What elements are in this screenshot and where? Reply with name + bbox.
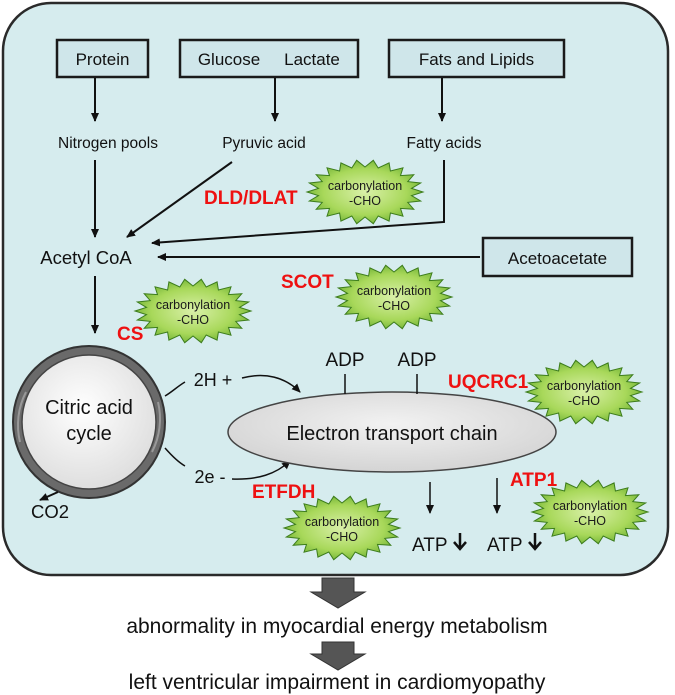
co2-label: CO2 <box>31 501 69 522</box>
cho-label: -CHO <box>568 394 600 408</box>
cycle-label-line2: cycle <box>66 423 112 445</box>
glucose-label: Glucose <box>198 50 260 69</box>
enzyme-uqcrc1: UQCRC1 <box>448 372 529 393</box>
enzyme-atp1: ATP1 <box>510 470 558 491</box>
e-connector <box>164 447 186 467</box>
acetoacetate-box: Acetoacetate <box>481 236 634 278</box>
adp-label-1: ADP <box>325 350 364 371</box>
arrow-pyruvic-acetyl <box>126 161 233 238</box>
citric-acid-cycle: Citric acid cycle <box>12 345 166 499</box>
outcome-arrow-1 <box>309 577 367 609</box>
carbonylation-label: carbonylation <box>328 179 402 193</box>
carbonylation-label: carbonylation <box>547 379 621 393</box>
carbonylation-label: carbonylation <box>156 298 230 312</box>
outcome-arrow-2 <box>309 641 367 671</box>
fats-lipids-box: Fats and Lipids <box>387 38 566 79</box>
carbonylation-label: carbonylation <box>553 499 627 513</box>
atp-down-arrow-1 <box>453 533 467 551</box>
electron-transport-chain: Electron transport chain <box>227 391 557 473</box>
pyruvic-acid-label: Pyruvic acid <box>222 135 306 152</box>
arrow-cycle-co2 <box>39 491 59 501</box>
cho-label: -CHO <box>349 194 381 208</box>
carbonylation-badge-cs: carbonylation-CHO <box>133 278 253 344</box>
acetoacetate-label: Acetoacetate <box>508 249 607 268</box>
cycle-label-line1: Citric acid <box>45 397 133 419</box>
atp-down-arrow-2 <box>528 533 542 551</box>
carbonylation-label: carbonylation <box>357 284 431 298</box>
starburst-shape <box>282 495 402 561</box>
outcome-abnormality: abnormality in myocardial energy metabol… <box>126 615 547 638</box>
enzyme-etfdh: ETFDH <box>252 482 315 503</box>
carbonylation-badge-etfdh: carbonylation-CHO <box>282 495 402 561</box>
cho-label: -CHO <box>378 299 410 313</box>
protein-box: Protein <box>55 38 150 79</box>
starburst-shape <box>524 359 644 425</box>
nitrogen-pools-label: Nitrogen pools <box>58 135 158 152</box>
carbonylation-badge-scot: carbonylation-CHO <box>334 264 454 330</box>
h-plus-connector <box>164 381 186 397</box>
enzyme-scot: SCOT <box>281 272 334 293</box>
lactate-label: Lactate <box>284 50 340 69</box>
starburst-shape <box>305 159 425 225</box>
arrow-e-etc <box>231 460 291 480</box>
adp-label-2: ADP <box>397 350 436 371</box>
cho-label: -CHO <box>326 530 358 544</box>
cho-label: -CHO <box>177 313 209 327</box>
starburst-shape <box>530 479 650 545</box>
acetyl-coa-label: Acetyl CoA <box>40 247 132 268</box>
starburst-shape <box>334 264 454 330</box>
carbonylation-badge-atp1: carbonylation-CHO <box>530 479 650 545</box>
atp-label-2: ATP <box>487 535 523 556</box>
outcome-impairment: left ventricular impairment in cardiomyo… <box>129 671 546 694</box>
enzyme-dld-dlat: DLD/DLAT <box>204 188 298 209</box>
enzyme-cs: CS <box>117 324 143 345</box>
protein-label: Protein <box>76 50 130 69</box>
starburst-shape <box>133 278 253 344</box>
electrons-label: 2e - <box>194 467 225 487</box>
carbonylation-badge-uqcrc1: carbonylation-CHO <box>524 359 644 425</box>
h-plus-label: 2H + <box>194 370 233 390</box>
cho-label: -CHO <box>574 514 606 528</box>
arrow-fatty-acetyl <box>151 160 445 247</box>
fatty-acids-label: Fatty acids <box>407 135 482 152</box>
fats-label: Fats and Lipids <box>419 50 534 69</box>
glucose-lactate-box: Glucose Lactate <box>178 38 360 79</box>
atp-label-1: ATP <box>412 535 448 556</box>
carbonylation-label: carbonylation <box>305 515 379 529</box>
carbonylation-badge-dld: carbonylation-CHO <box>305 159 425 225</box>
etc-label: Electron transport chain <box>286 423 497 445</box>
arrow-h-plus-etc <box>241 374 301 393</box>
